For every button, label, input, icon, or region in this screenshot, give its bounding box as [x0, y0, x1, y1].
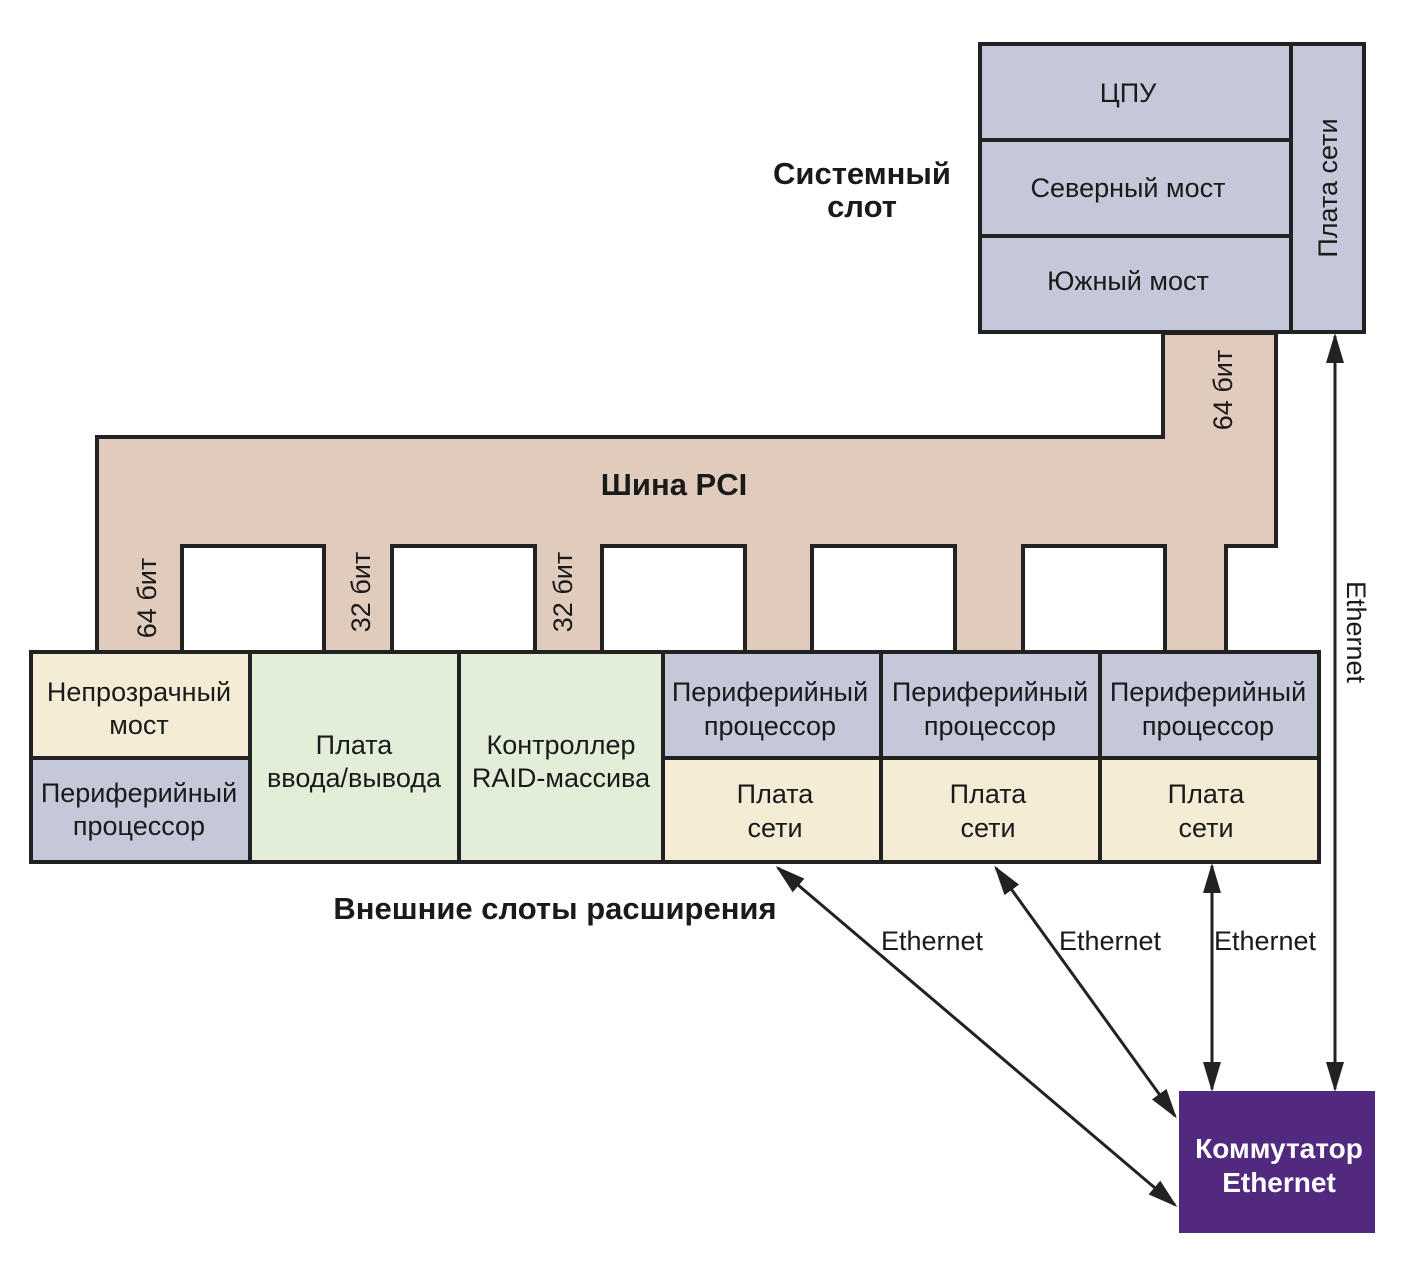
- ethernet-label-1: Ethernet: [881, 926, 984, 956]
- system-network-card-label: Плата сети: [1313, 118, 1343, 257]
- net-6-label-2: сети: [1178, 813, 1233, 843]
- ethernet-link-1: [775, 866, 1178, 1207]
- system-slot-title-line2: слот: [827, 189, 897, 224]
- raid-label-1: Контроллер: [486, 730, 635, 760]
- io-board-block: [248, 650, 461, 864]
- bus-width-slot2: 32 бит: [346, 552, 376, 632]
- pci-bus-title: Шина PCI: [601, 467, 747, 502]
- net-5-block: [879, 756, 1102, 864]
- cpu-label: ЦПУ: [1100, 78, 1157, 108]
- ethernet-label-3: Ethernet: [1214, 926, 1317, 956]
- net-5-label-1: Плата: [950, 779, 1028, 809]
- opaque-bridge-label-1: Непрозрачный: [47, 677, 231, 707]
- ethernet-switch-label-1: Коммутатор: [1195, 1133, 1363, 1164]
- slot1-peripheral-block: [29, 756, 252, 864]
- net-5-label-2: сети: [960, 813, 1015, 843]
- peripheral-5-label-2: процессор: [924, 711, 1056, 741]
- net-4-label-1: Плата: [737, 779, 815, 809]
- slot1-peripheral-label-1: Периферийный: [41, 778, 237, 808]
- raid-block: [457, 650, 665, 864]
- net-6-label-1: Плата: [1168, 779, 1246, 809]
- expansion-slots-title: Внешние слоты расширения: [333, 891, 776, 926]
- bus-width-slot3: 32 бит: [548, 552, 578, 632]
- net-4-block: [661, 756, 883, 864]
- north-bridge-block: [978, 138, 1293, 238]
- peripheral-4-label-2: процессор: [704, 711, 836, 741]
- ethernet-label-4: Ethernet: [1341, 581, 1371, 684]
- system-slot-title-line1: Системный: [773, 156, 951, 191]
- bus-width-main: 64 бит: [1208, 350, 1238, 430]
- peripheral-4-label-1: Периферийный: [672, 677, 868, 707]
- bus-width-slot1: 64 бит: [132, 558, 162, 638]
- peripheral-6-label-1: Периферийный: [1110, 677, 1306, 707]
- south-bridge-block: [978, 234, 1293, 334]
- south-bridge-label: Южный мост: [1047, 266, 1209, 296]
- slot1-peripheral-label-2: процессор: [73, 811, 205, 841]
- ethernet-label-2: Ethernet: [1059, 926, 1162, 956]
- system-slot: ЦПУ Северный мост Южный мост Плата сети: [978, 42, 1366, 334]
- opaque-bridge-label-2: мост: [109, 710, 168, 740]
- ethernet-switch-label-2: Ethernet: [1222, 1167, 1336, 1198]
- ethernet-link-2: [994, 865, 1177, 1119]
- raid-label-2: RAID-массива: [472, 763, 651, 793]
- ethernet-switch-block: [1179, 1091, 1375, 1233]
- net-4-label-2: сети: [747, 813, 802, 843]
- expansion-slots: Непрозрачный мост Периферийный процессор…: [29, 650, 1321, 864]
- net-6-block: [1098, 756, 1321, 864]
- peripheral-5-label-1: Периферийный: [892, 677, 1088, 707]
- north-bridge-label: Северный мост: [1031, 173, 1226, 203]
- io-board-label-2: ввода/вывода: [267, 763, 442, 793]
- peripheral-6-label-2: процессор: [1142, 711, 1274, 741]
- io-board-label-1: Плата: [316, 730, 394, 760]
- system-network-card-block: [1289, 42, 1366, 334]
